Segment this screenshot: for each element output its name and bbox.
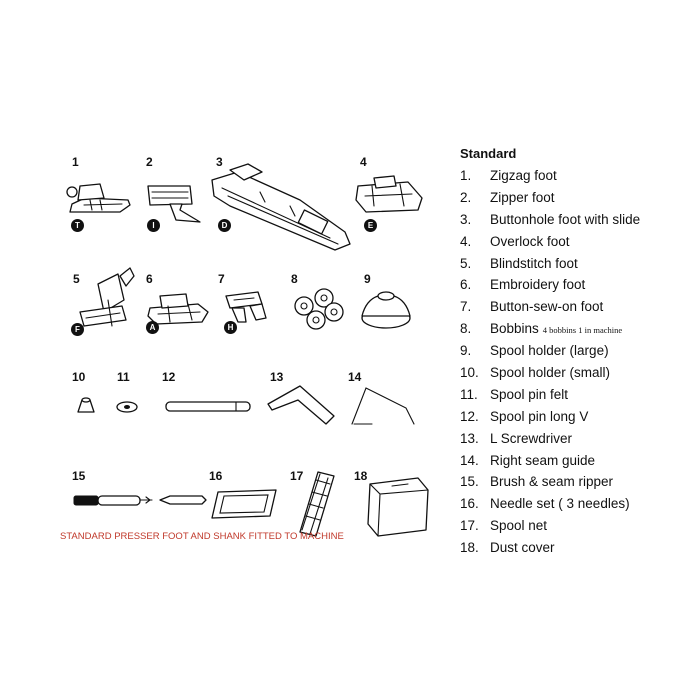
- blindstitch-foot-drawing: [79, 267, 135, 327]
- list-item: 7.Button-sew-on foot: [460, 299, 604, 315]
- figure-number: 4: [360, 155, 367, 169]
- parts-list-title: Standard: [460, 146, 517, 161]
- list-item: 4.Overlock foot: [460, 233, 570, 249]
- parts-list: 1.Zigzag foot 2.Zipper foot 3.Buttonhole…: [460, 166, 640, 560]
- overlock-foot-drawing: [355, 175, 423, 213]
- list-item: 18.Dust cover: [460, 540, 555, 556]
- zipper-foot-drawing: [147, 185, 201, 223]
- dust-cover-drawing: [367, 477, 429, 537]
- list-item: 14.Right seam guide: [460, 452, 596, 468]
- figure-number: 1: [72, 155, 79, 169]
- list-item: 6.Embroidery foot: [460, 277, 586, 293]
- l-screwdriver-drawing: [267, 385, 335, 425]
- needle-set-drawing: [211, 489, 277, 519]
- list-item: 13.L Screwdriver: [460, 430, 573, 446]
- buttonhole-foot-drawing: [211, 163, 351, 251]
- foot-badge-d: D: [218, 219, 231, 232]
- list-item: 3.Buttonhole foot with slide: [460, 211, 641, 227]
- list-item: 15.Brush & seam ripper: [460, 474, 614, 490]
- right-seam-guide-drawing: [351, 387, 415, 425]
- figure-number: 12: [162, 370, 176, 384]
- figure-number: 17: [290, 469, 304, 483]
- foot-badge-t: T: [71, 219, 84, 232]
- figure-number: 16: [209, 469, 223, 483]
- brush-seam-ripper-drawing: [73, 495, 207, 506]
- list-item: 10.Spool holder (small): [460, 365, 611, 381]
- foot-badge-a: A: [146, 321, 159, 334]
- spool-holder-small-drawing: [77, 397, 95, 413]
- list-item: 11.Spool pin felt: [460, 386, 569, 402]
- figure-number: 10: [72, 370, 86, 384]
- list-item: 2.Zipper foot: [460, 189, 555, 205]
- figure-number: 18: [354, 469, 368, 483]
- figure-number: 7: [218, 272, 225, 286]
- list-item: 16.Needle set ( 3 needles): [460, 496, 630, 512]
- figure-number: 9: [364, 272, 371, 286]
- button-sew-on-foot-drawing: [225, 291, 267, 323]
- bobbins-drawing: [294, 288, 344, 330]
- figure-number: 15: [72, 469, 86, 483]
- figure-number: 14: [348, 370, 362, 384]
- list-item: 12.Spool pin long V: [460, 408, 589, 424]
- presser-foot-note: STANDARD PRESSER FOOT AND SHANK FITTED T…: [60, 531, 344, 542]
- figure-number: 2: [146, 155, 153, 169]
- foot-badge-f: F: [71, 323, 84, 336]
- foot-badge-e: E: [364, 219, 377, 232]
- figure-number: 5: [73, 272, 80, 286]
- list-item: 17.Spool net: [460, 518, 548, 534]
- figure-number: 11: [117, 370, 130, 384]
- embroidery-foot-drawing: [147, 293, 209, 325]
- list-item: 5.Blindstitch foot: [460, 255, 578, 271]
- spool-net-drawing: [299, 471, 335, 537]
- spool-pin-felt-drawing: [116, 401, 138, 413]
- bobbins-note: 4 bobbins 1 in machine: [542, 325, 623, 336]
- spool-holder-large-drawing: [361, 291, 411, 329]
- figure-number: 13: [270, 370, 284, 384]
- figure-number: 3: [216, 155, 223, 169]
- list-item: 9.Spool holder (large): [460, 343, 609, 359]
- foot-badge-i: I: [147, 219, 160, 232]
- foot-badge-h: H: [224, 321, 237, 334]
- spool-pin-drawing: [165, 401, 251, 412]
- figure-number: 8: [291, 272, 298, 286]
- figure-number: 6: [146, 272, 153, 286]
- list-item: 1.Zigzag foot: [460, 168, 557, 183]
- zigzag-foot-drawing: [66, 183, 131, 213]
